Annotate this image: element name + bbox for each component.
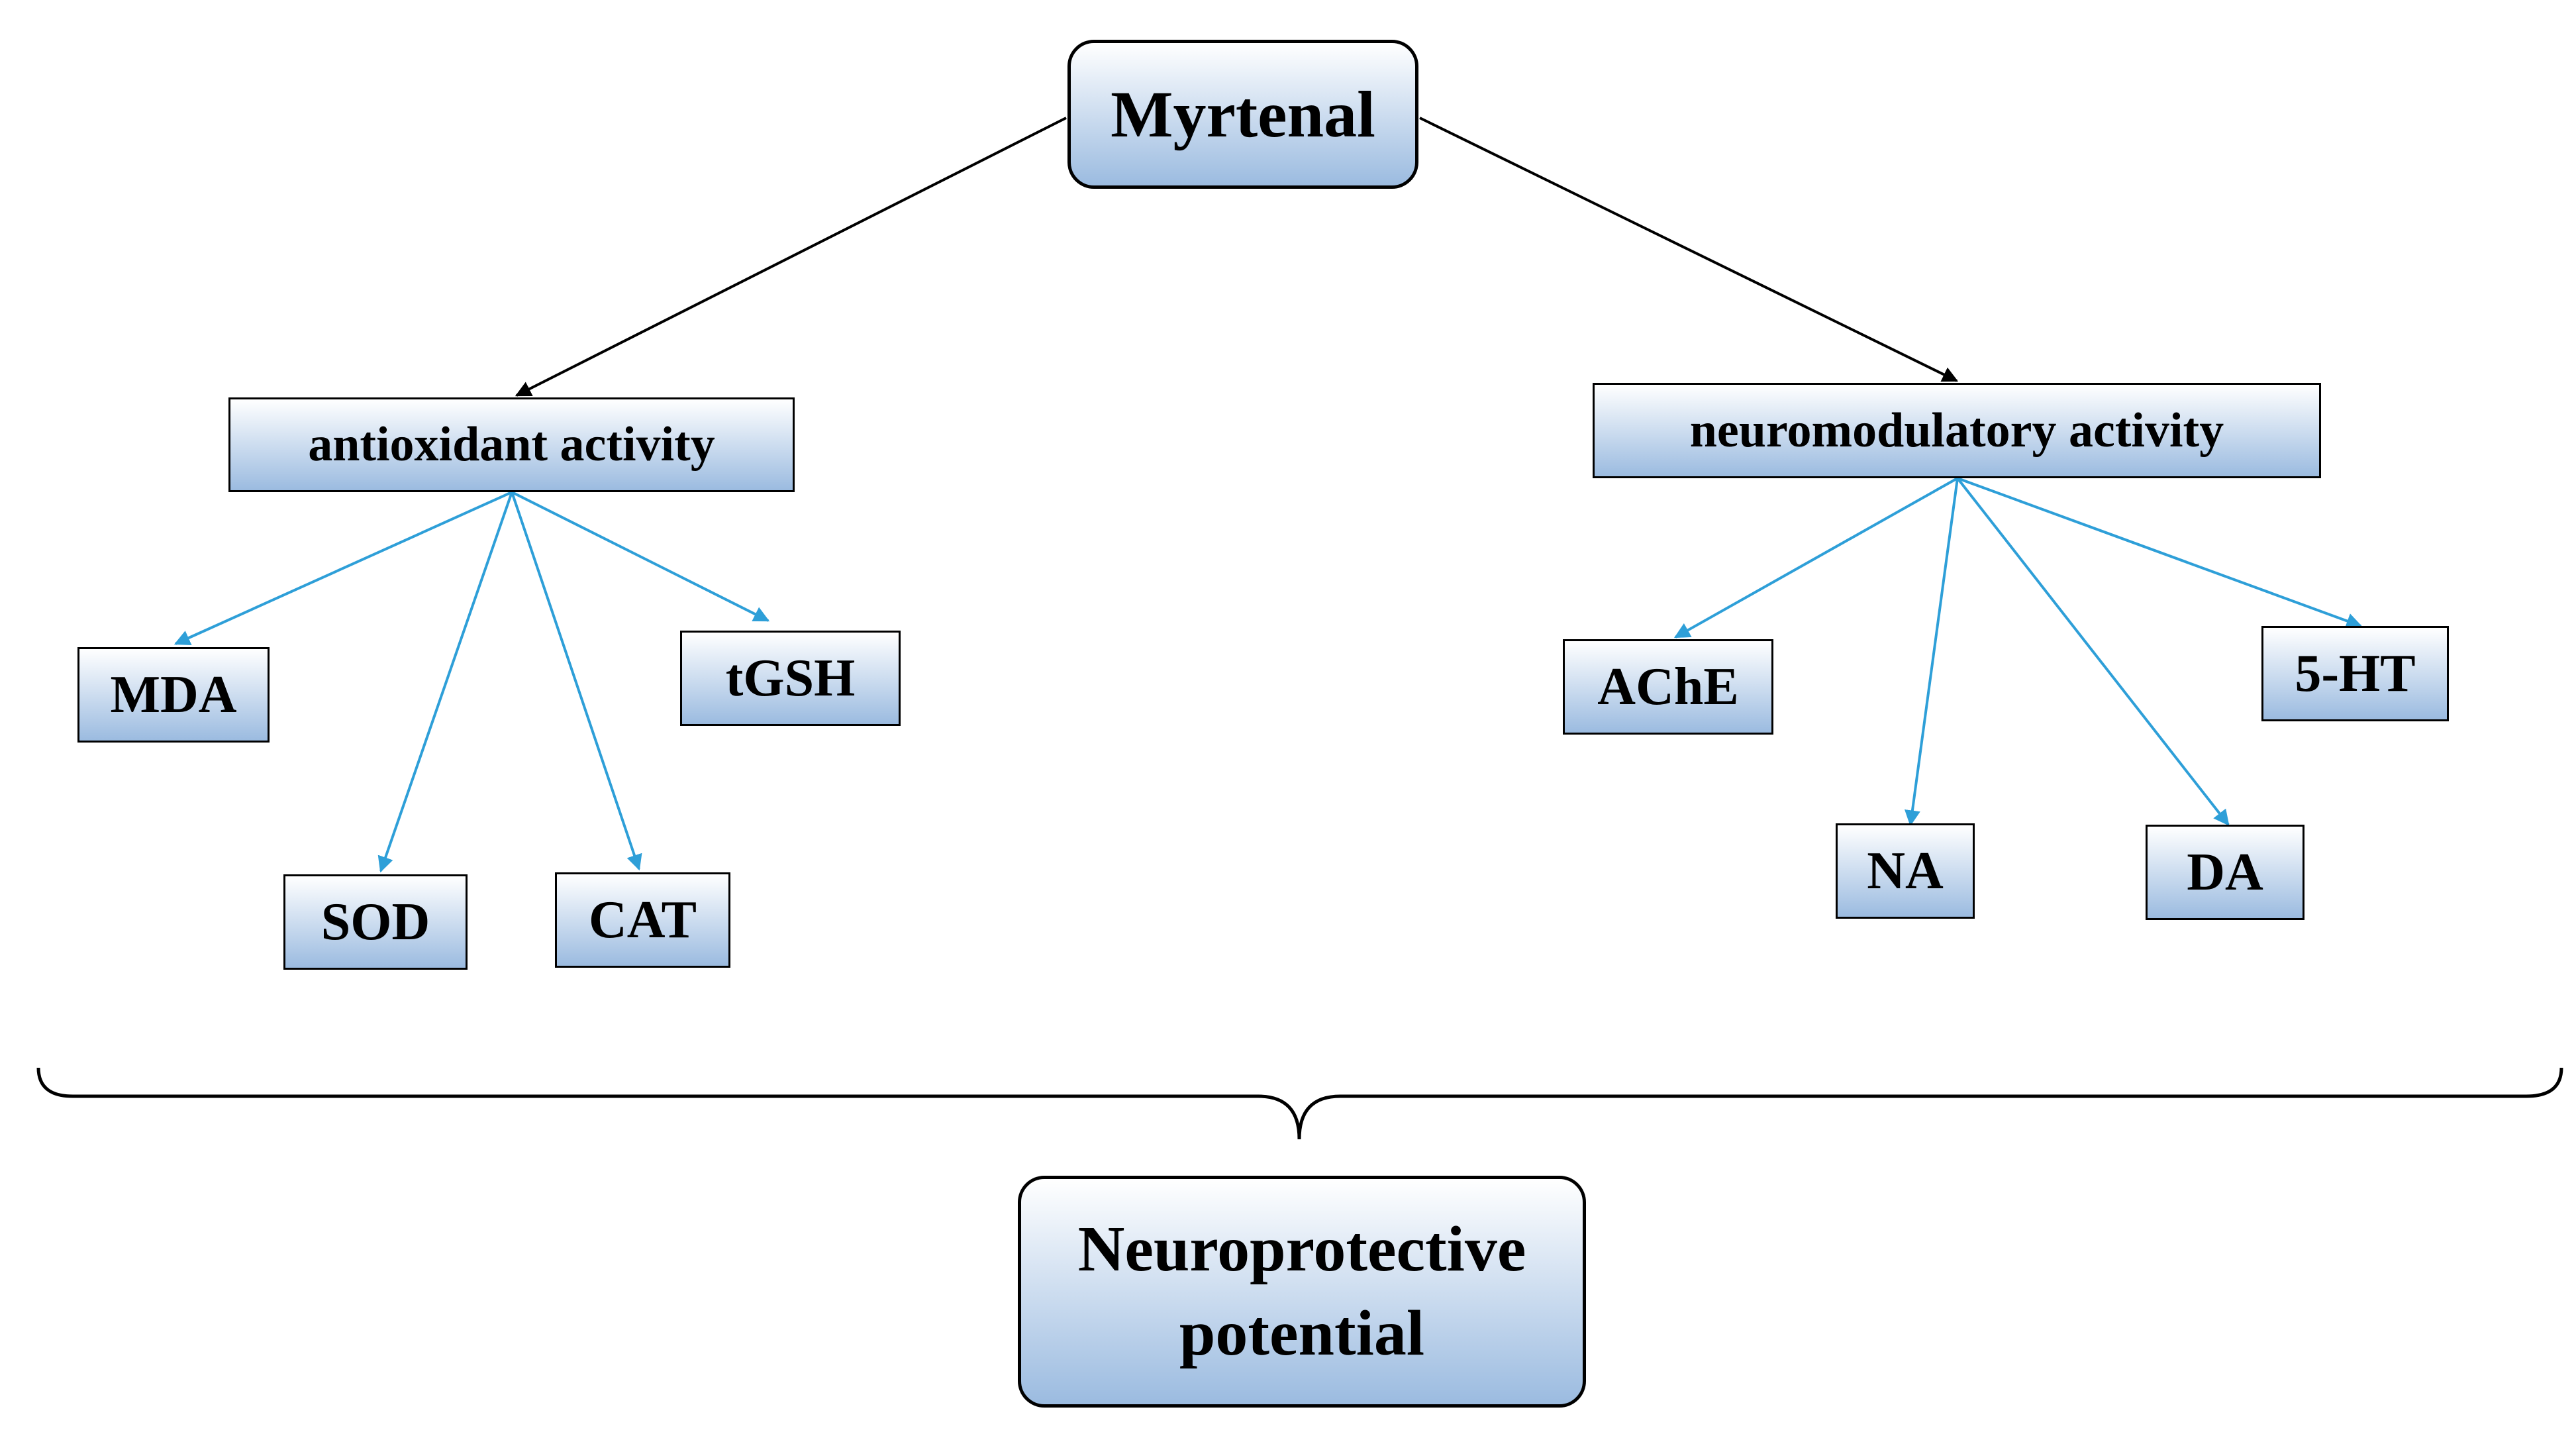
node-tgsh: tGSH <box>680 631 901 726</box>
node-na-label: NA <box>1867 842 1944 900</box>
node-sod: SOD <box>283 874 468 970</box>
arrow-antioxidant-to-cat <box>511 491 642 871</box>
node-outcome-line2: potential <box>1179 1298 1425 1369</box>
arrow-root-to-antioxidant <box>515 117 1067 397</box>
node-da: DA <box>2146 825 2304 920</box>
node-cat-label: CAT <box>589 891 697 949</box>
node-antioxidant-activity: antioxidant activity <box>228 397 795 492</box>
node-mda-label: MDA <box>110 666 237 724</box>
arrow-neuromodulatory-to-ache <box>1673 477 1958 639</box>
arrow-antioxidant-to-sod <box>377 491 513 873</box>
node-tgsh-label: tGSH <box>725 649 856 707</box>
node-5ht-label: 5-HT <box>2295 644 2416 703</box>
node-ache: AChE <box>1563 639 1773 735</box>
node-myrtenal: Myrtenal <box>1067 40 1418 189</box>
node-neuromodulatory-activity: neuromodulatory activity <box>1593 383 2321 478</box>
node-cat: CAT <box>555 872 730 968</box>
curly-brace <box>36 1067 2563 1140</box>
node-ache-label: AChE <box>1597 658 1739 716</box>
node-neuromodulatory-activity-label: neuromodulatory activity <box>1689 403 2224 458</box>
node-neuroprotective-potential: Neuroprotective potential <box>1018 1176 1586 1408</box>
arrow-neuromodulatory-to-na <box>1905 478 1959 827</box>
node-mda: MDA <box>77 647 270 743</box>
node-da-label: DA <box>2187 843 2263 901</box>
arrow-antioxidant-to-mda <box>173 491 513 646</box>
node-outcome-line1: Neuroprotective <box>1077 1213 1526 1285</box>
arrow-neuromodulatory-to-da <box>1956 477 2230 826</box>
arrow-neuromodulatory-to-5ht <box>1957 477 2363 629</box>
node-myrtenal-label: Myrtenal <box>1111 77 1375 151</box>
arrow-root-to-neuromodulatory <box>1419 117 1959 382</box>
node-5ht: 5-HT <box>2261 626 2449 721</box>
node-sod-label: SOD <box>321 893 430 951</box>
node-na: NA <box>1836 823 1975 919</box>
node-antioxidant-activity-label: antioxidant activity <box>308 417 715 472</box>
arrow-antioxidant-to-tgsh <box>511 491 770 622</box>
